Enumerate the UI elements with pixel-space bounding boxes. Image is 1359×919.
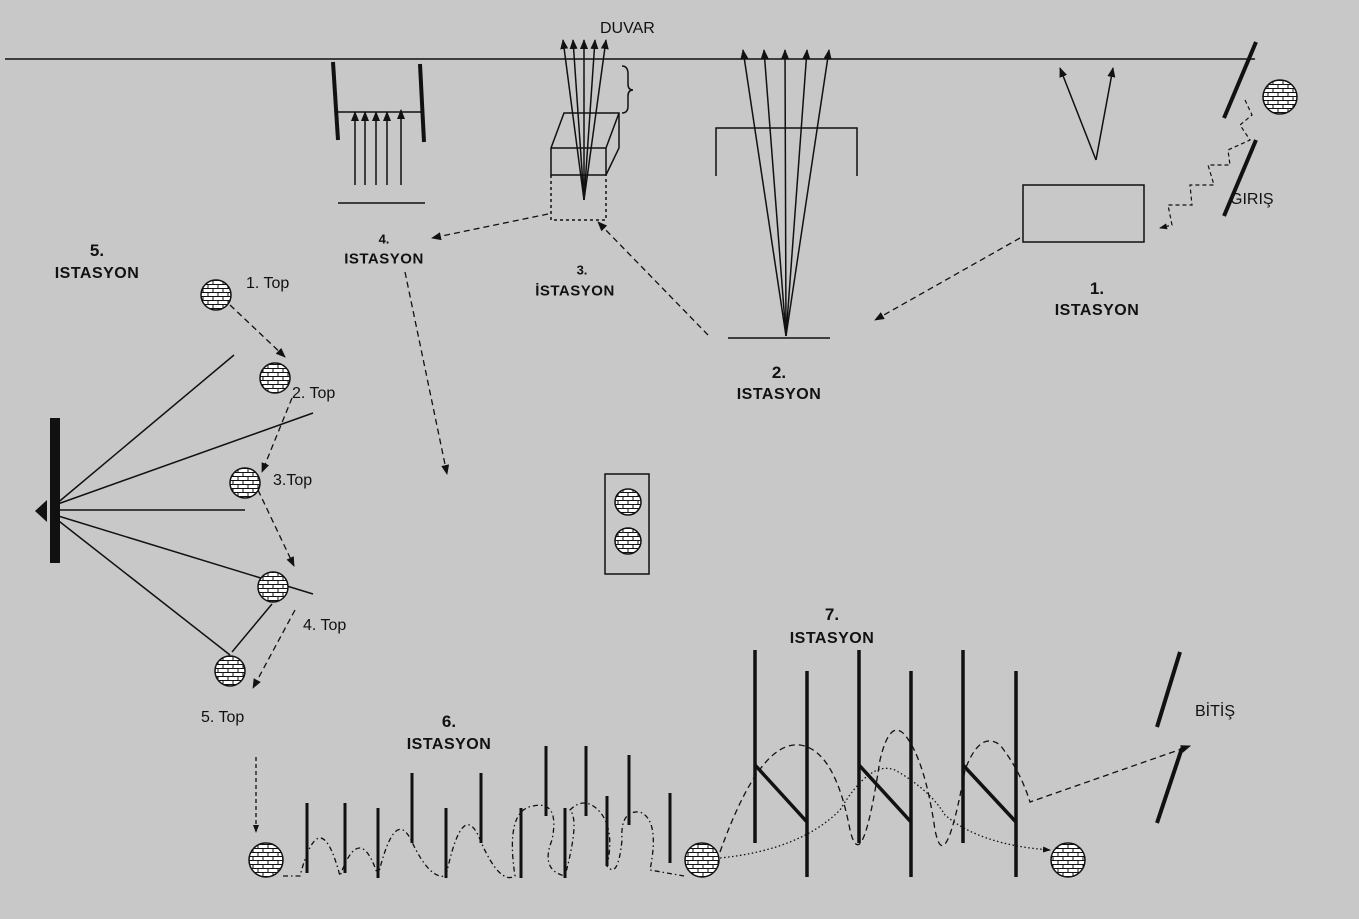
station-4-label: ISTASYON <box>344 250 424 268</box>
station-5-target <box>50 418 60 563</box>
station-6-number: 6. <box>441 712 457 731</box>
ball-icon <box>229 467 261 499</box>
entry-gate <box>1222 41 1258 217</box>
ball-icon <box>257 571 289 603</box>
ball-icon <box>259 362 291 394</box>
station-1-box <box>1022 184 1145 243</box>
station-1 <box>1022 67 1145 243</box>
ball-4-label: 4. Top <box>303 617 347 634</box>
finish-gate <box>1155 651 1184 824</box>
station-4-number: 4. <box>378 231 390 247</box>
station-5-label: ISTASYON <box>54 265 140 282</box>
station-2-label: ISTASYON <box>736 386 822 403</box>
ball-box <box>604 473 650 575</box>
ball-3-label: 3.Top <box>273 472 313 489</box>
ball-1-label: 1. Top <box>246 275 290 292</box>
station-5 <box>35 279 314 689</box>
ball-icon <box>200 279 232 311</box>
station-1-number: 1. <box>1089 279 1105 298</box>
station-6-label: ISTASYON <box>406 736 492 753</box>
station-1-label: ISTASYON <box>1054 302 1140 319</box>
path-3-to-4 <box>431 213 549 241</box>
ball-icon <box>1050 842 1086 878</box>
station-3 <box>550 39 634 221</box>
path-1-to-2 <box>874 237 1021 321</box>
path-2-to-3 <box>597 221 709 336</box>
station-6 <box>248 746 720 879</box>
ball-icon <box>1262 79 1298 115</box>
station-4 <box>331 61 426 204</box>
ball-icon <box>684 842 720 878</box>
station-3-number: 3. <box>576 262 588 278</box>
ball-icon <box>214 655 246 687</box>
ball-2-label: 2. Top <box>292 385 336 402</box>
station-2 <box>715 49 858 339</box>
path-4-down <box>404 271 450 475</box>
station-7-number: 7. <box>824 605 840 624</box>
station-7 <box>719 650 1191 878</box>
station-7-label: ISTASYON <box>789 630 875 647</box>
station-5-number: 5. <box>89 241 105 260</box>
entry-label: GIRIŞ <box>1230 191 1274 208</box>
station-2-number: 2. <box>771 363 787 382</box>
station-3-label: İSTASYON <box>535 282 615 300</box>
ball-5-label: 5. Top <box>201 709 245 726</box>
ball-icon <box>248 842 284 878</box>
finish-label: BİTİŞ <box>1195 703 1236 720</box>
wall-label: DUVAR <box>600 20 655 37</box>
ball-icon <box>614 488 642 516</box>
ball-icon <box>614 527 642 555</box>
